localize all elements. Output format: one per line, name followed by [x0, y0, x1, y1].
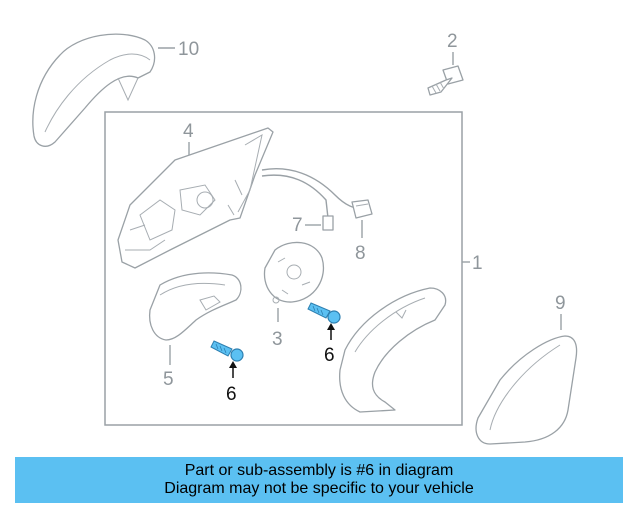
- callout-10: 10: [178, 39, 199, 60]
- callout-3: 3: [272, 329, 283, 350]
- callout-9: 9: [555, 293, 566, 314]
- part-3-actuator[interactable]: [263, 241, 324, 304]
- part-10-mirror-cap[interactable]: [32, 33, 156, 147]
- callout-5: 5: [163, 369, 174, 390]
- arrow-6-left-head: [229, 361, 237, 368]
- callout-6-right: 6: [324, 345, 335, 366]
- arrow-6-right-head: [327, 323, 335, 330]
- callout-4: 4: [183, 121, 194, 142]
- part-5-lower-cover[interactable]: [148, 272, 242, 341]
- banner-line-2: Diagram may not be specific to your vehi…: [164, 480, 474, 497]
- callout-6-left: 6: [226, 384, 237, 405]
- parts-diagram: 10 2 4 7 8 3: [32, 31, 578, 445]
- part-6-screw-left[interactable]: [210, 340, 244, 362]
- wiring-harness-2: [261, 174, 329, 219]
- info-banner: Part or sub-assembly is #6 in diagram Di…: [15, 457, 623, 503]
- part-6-screw-right[interactable]: [307, 302, 341, 324]
- callout-1: 1: [472, 253, 483, 274]
- part-9-mirror-glass[interactable]: [475, 335, 578, 445]
- part-7-connector[interactable]: [322, 215, 334, 231]
- callout-7: 7: [292, 215, 303, 236]
- assembly-frame: [104, 111, 463, 426]
- part-4-mirror-base[interactable]: [117, 127, 274, 269]
- callout-8: 8: [355, 243, 366, 264]
- banner-line-1: Part or sub-assembly is #6 in diagram: [184, 462, 454, 479]
- part-2-screw[interactable]: [427, 65, 464, 96]
- callout-2: 2: [447, 31, 458, 52]
- part-1-mirror-housing[interactable]: [339, 287, 447, 413]
- part-8-connector[interactable]: [351, 199, 373, 219]
